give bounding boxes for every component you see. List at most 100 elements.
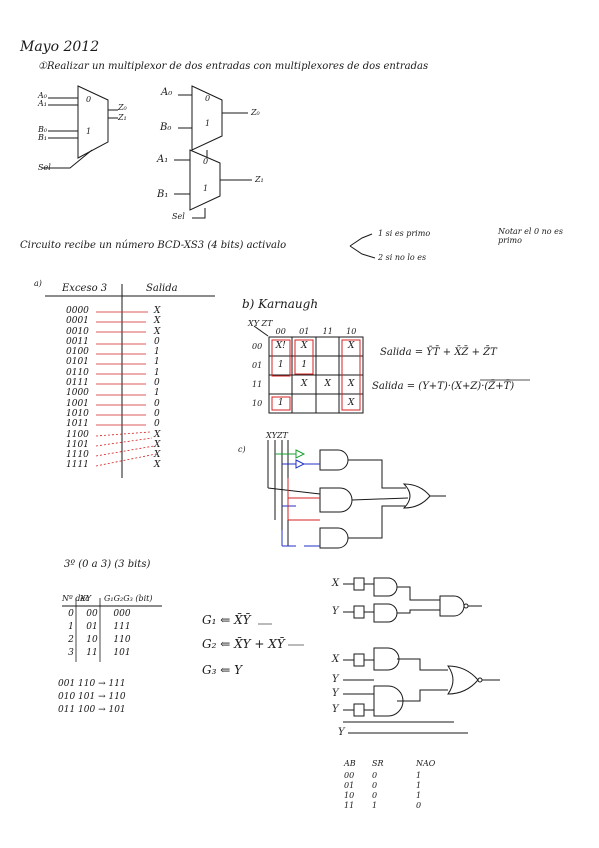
- q3-cell-out: 111: [113, 622, 131, 632]
- truth-table-header-output: Salida: [146, 283, 178, 294]
- circuit-input-y2: Y: [332, 674, 339, 685]
- mux-large-output-z1: Z₁: [118, 113, 127, 122]
- truth-table-output: 0: [154, 336, 160, 347]
- q3-cell-out: 101: [113, 648, 131, 658]
- mux-block-large: [77, 85, 109, 159]
- karnaugh-cell: X!: [275, 341, 286, 351]
- karnaugh-cell: X: [324, 379, 331, 389]
- mux-large-sel-label: Sel: [38, 163, 51, 172]
- karnaugh-cell: 1: [301, 360, 308, 370]
- truth-table-output: X: [154, 439, 161, 450]
- part-c-label: c): [238, 445, 246, 454]
- ab-cell-ab: 00: [344, 771, 355, 780]
- karnaugh-cell: X: [301, 341, 308, 351]
- truth-table-output: X: [154, 450, 161, 461]
- q3-cell-xy: 00: [86, 609, 98, 619]
- circuit-input-y4: Y: [332, 704, 339, 715]
- karnaugh-row-header: 01: [252, 361, 263, 370]
- q3-mapping: 001 110 → 111: [58, 679, 126, 689]
- karnaugh-row-header: 10: [252, 399, 263, 408]
- mux-a-sel0: 0: [205, 94, 211, 103]
- truth-table-input: 0101: [66, 357, 89, 368]
- karnaugh-title: b) Karnaugh: [242, 297, 319, 311]
- karnaugh-cell: [316, 356, 340, 375]
- truth-table-input: 0001: [66, 316, 89, 327]
- mux-large-input-a1: A₁: [38, 99, 47, 108]
- truth-table-output: 0: [154, 408, 160, 419]
- mux-large-input-b1: B₁: [38, 133, 48, 142]
- mux-a-output: Z₀: [251, 108, 260, 117]
- ab-table-header-nao: NAO: [416, 759, 436, 768]
- q3-table-header-xy: XY: [80, 594, 91, 603]
- ab-cell-nao: 1: [416, 771, 422, 780]
- equation-g2: G₂ ⇐ X̄Y + XȲ: [202, 637, 285, 651]
- q3-table-header-dec: Nº dec: [62, 594, 90, 603]
- karnaugh-cell: [293, 394, 317, 413]
- mux-large-input-b0: B₀: [38, 125, 48, 134]
- truth-table-input: 0010: [66, 326, 89, 337]
- circuit-input-x2: X: [332, 654, 340, 665]
- mux-block-a: [191, 85, 223, 151]
- mux-a-sel1: 1: [205, 119, 211, 128]
- truth-table-input: 1000: [66, 388, 89, 399]
- truth-table-output: X: [154, 460, 161, 471]
- note-zero-not-prime: Notar el 0 no es primo: [498, 227, 563, 245]
- karnaugh-cell: X: [348, 341, 355, 351]
- q3-cell-dec: 3: [68, 648, 74, 658]
- truth-table-header-input: Exceso 3: [62, 283, 108, 294]
- ab-cell-sr: 0: [372, 791, 378, 800]
- circuit-input-y3: Y: [332, 688, 339, 699]
- truth-table-input: 1010: [66, 408, 89, 419]
- q3-cell-xy: 11: [86, 648, 98, 658]
- karnaugh-cell: [316, 394, 340, 413]
- question-2-statement: Circuito recibe un número BCD-XS3 (4 bit…: [20, 240, 287, 251]
- truth-table-input: 1111: [66, 460, 89, 471]
- karnaugh-row-header: 00: [252, 342, 263, 351]
- karnaugh-cell: [316, 337, 340, 356]
- mux-b-input-b1: B₁: [157, 189, 169, 200]
- circuit-input-x1: X: [332, 578, 340, 589]
- ab-cell-nao: 1: [416, 781, 422, 790]
- mux-large-output-z0: Z₀: [118, 103, 127, 112]
- ab-cell-ab: 11: [344, 801, 355, 810]
- q3-cell-out: 110: [113, 635, 131, 645]
- mux-b-sel-label: Sel: [172, 212, 185, 221]
- karnaugh-row-header: 11: [252, 380, 263, 389]
- q3-cell-dec: 0: [68, 609, 74, 619]
- circuit-input-y1: Y: [332, 606, 339, 617]
- karnaugh-axis: XY ZT: [248, 319, 273, 328]
- equation-g3: G₃ ⇐ Y: [202, 663, 243, 677]
- truth-table-output: X: [154, 429, 161, 440]
- karnaugh-cell: 1: [277, 360, 284, 370]
- karnaugh-col-header: 00: [275, 327, 286, 336]
- truth-table-input: 0110: [66, 367, 89, 378]
- truth-table-input: 1001: [66, 398, 89, 409]
- truth-table-input: 1110: [66, 450, 89, 461]
- ab-table-header-ab: AB: [344, 759, 356, 768]
- karnaugh-cell: [269, 375, 293, 394]
- mux-a-input-b0: B₀: [160, 122, 172, 133]
- karnaugh-groups: [271, 339, 361, 411]
- karnaugh-cell: 1: [277, 398, 284, 408]
- question-1-statement: ①Realizar un multiplexor de dos entradas…: [38, 61, 429, 72]
- karnaugh-cell: X: [348, 379, 355, 389]
- karnaugh-cell: X: [348, 398, 355, 408]
- q3-cell-xy: 10: [86, 635, 98, 645]
- truth-table-output: 0: [154, 378, 160, 389]
- ab-cell-nao: 0: [416, 801, 422, 810]
- truth-table-output: X: [154, 326, 161, 337]
- truth-table-red-lines: [95, 311, 157, 467]
- mux-block-b: [189, 149, 221, 211]
- mux-large-sel0: 0: [86, 95, 92, 104]
